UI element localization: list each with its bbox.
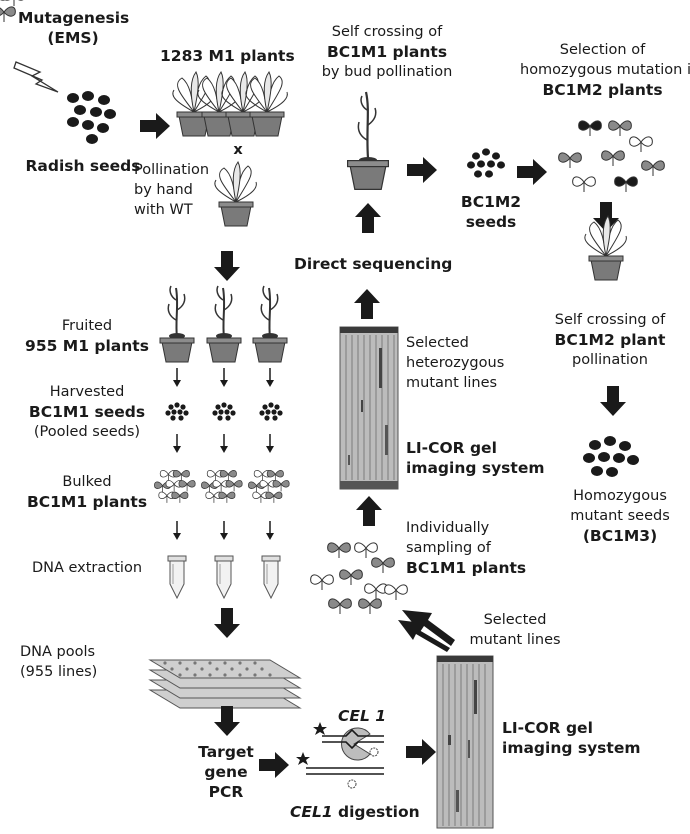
arrow-to-dna-pools (214, 608, 240, 638)
arrow-to-bc1m2-seeds (407, 157, 437, 183)
label-target-gene-pcr: Target gene PCR (198, 743, 254, 801)
label-radish-seeds: Radish seeds (25, 157, 141, 175)
arrow-to-m1-plants (140, 113, 170, 139)
thin-arrows-row2 (172, 433, 275, 454)
fruited-plants-illustration (160, 286, 287, 362)
radish-seeds-cluster (67, 91, 116, 144)
label-homozygous-seeds: Homozygous mutant seeds (BC1M3) (570, 488, 670, 545)
label-mutagenesis: Mutagenesis (EMS) (18, 9, 130, 47)
label-selection-homozygous: Selection of homozygous mutation in BC1M… (520, 42, 690, 99)
label-self-crossing-bc1m1: Self crossing of BC1M1 plants by bud pol… (321, 24, 453, 80)
label-pollination-by-hand: Pollination by hand with WT (134, 162, 210, 218)
arrow-to-digestion (259, 752, 289, 778)
label-licor-gel-1: LI-COR gel imaging system (406, 439, 545, 477)
licor-gel-image-1 (339, 326, 399, 490)
label-selected-mutant-lines: Selected mutant lines (469, 612, 561, 648)
label-selected-heterozygous: Selected heterozygous mutant lines (406, 335, 505, 391)
label-cross-x: x (233, 142, 243, 158)
label-self-crossing-bc1m2: Self crossing of BC1M2 plant pollination (554, 312, 666, 368)
label-cel1-digestion: CEL1 digestion (290, 803, 420, 821)
label-bc1m2-seeds: BC1M2 seeds (460, 193, 522, 231)
bc1m2-seeds-cluster (467, 148, 505, 178)
label-m1-plants: 1283 M1 plants (160, 47, 295, 65)
label-dna-pools: DNA pools (955 lines) (20, 644, 98, 680)
label-cel1: CEL 1 (337, 707, 387, 725)
arrow-to-bc1m3 (600, 386, 626, 416)
arrow-to-selection (517, 159, 547, 185)
bc1m2-selected-plant (585, 216, 627, 280)
bc1m2-seedlings-illustration (558, 120, 665, 193)
harvested-seeds-illustration (165, 402, 283, 421)
lightning-icon (13, 61, 59, 93)
arrow-up-to-sequencing (354, 289, 380, 319)
arrow-to-gel-2 (406, 739, 436, 765)
label-individually-sampling: Individually sampling of BC1M1 plants (406, 520, 527, 577)
bc1m3-seeds-cluster (583, 436, 639, 477)
label-direct-sequencing: Direct sequencing (294, 255, 453, 273)
extraction-tubes-illustration (167, 555, 281, 599)
thin-arrows-row1 (172, 367, 275, 388)
label-licor-gel-2: LI-COR gel imaging system (502, 719, 641, 757)
label-dna-extraction: DNA extraction (31, 560, 143, 576)
arrow-up-to-gel-1 (356, 496, 382, 526)
arrow-to-pcr (214, 706, 240, 736)
thin-arrows-row3 (172, 520, 275, 541)
dna-pools-plates (148, 659, 302, 709)
arrow-to-fruited (214, 251, 240, 281)
bulked-plants-illustration (154, 470, 289, 502)
arrow-up-to-selfcross (355, 203, 381, 233)
label-fruited: Fruited 955 M1 plants (25, 318, 149, 355)
bc1m1-selfcross-plant (347, 91, 389, 190)
m1-plants-illustration (173, 72, 288, 136)
label-bulked: Bulked BC1M1 plants (26, 474, 148, 511)
label-harvested: Harvested BC1M1 seeds (Pooled seeds) (28, 384, 146, 440)
individual-sampling-seedlings (310, 542, 408, 615)
cel1-digestion-graphic (296, 722, 384, 789)
arrow-to-individual-sampling (398, 610, 455, 652)
licor-gel-image-2 (436, 655, 494, 829)
